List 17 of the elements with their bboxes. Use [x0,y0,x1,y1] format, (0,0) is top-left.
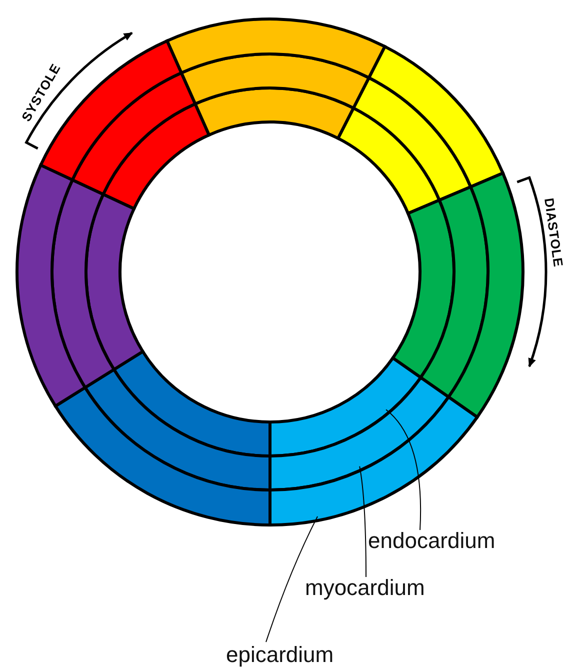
ring-segment [268,376,450,492]
part-label: epicardium [226,644,334,666]
ring-segment [268,356,422,458]
ring-segment [16,164,87,408]
ring-segment [268,396,479,526]
leader-line [266,516,318,642]
ring-segment [70,71,197,196]
ring-segment [367,45,504,188]
ring-segment [102,102,210,210]
leader-line [386,409,422,530]
part-label: myocardium [305,577,425,599]
phase-label: DIASTOLE [542,196,566,268]
ring-segment [166,18,386,80]
leader-line [359,466,366,578]
ring-segment [447,172,524,419]
ring-segment [54,386,272,526]
part-label: endocardium [368,530,496,552]
